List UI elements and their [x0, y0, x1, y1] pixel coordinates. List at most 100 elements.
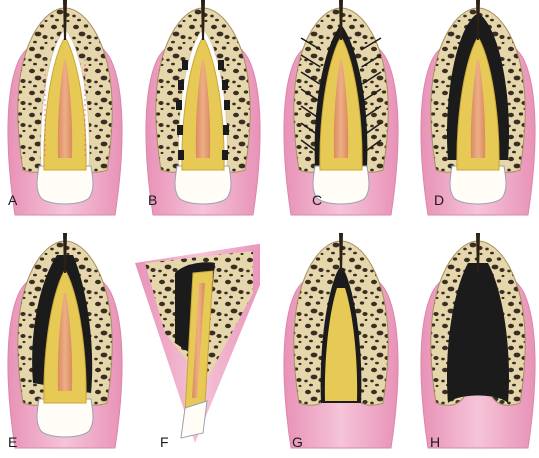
- pulp: [57, 293, 73, 391]
- ligament-dot: [44, 99, 46, 101]
- widened-space: [223, 125, 229, 135]
- tooth-illustration: [145, 0, 261, 222]
- tooth-group: [420, 233, 536, 455]
- ligament-dot: [44, 109, 46, 111]
- panel-f: [130, 233, 265, 453]
- nerve-canal: [63, 0, 67, 40]
- radiating-fiber: [300, 54, 321, 68]
- radiating-fiber: [300, 122, 319, 136]
- widened-space: [178, 150, 184, 160]
- panel-h: [413, 233, 539, 455]
- ligament-dot: [44, 64, 46, 66]
- ligament-dot: [84, 94, 86, 96]
- ligament-dot: [84, 119, 86, 121]
- ligament-dot: [84, 89, 86, 91]
- ligament-dot: [44, 139, 46, 141]
- crown: [449, 165, 507, 205]
- pulp: [470, 60, 486, 158]
- panel-d: [413, 0, 539, 222]
- radiating-fiber: [364, 139, 382, 153]
- tooth-group: [283, 0, 399, 222]
- radiating-fiber: [300, 71, 321, 85]
- panel-e: [0, 233, 130, 455]
- radiating-fiber: [300, 139, 318, 153]
- ligament-dot: [44, 124, 46, 126]
- tooth-illustration: [420, 0, 536, 222]
- ligament-dot: [44, 79, 46, 81]
- tooth-group: [7, 0, 123, 222]
- panel-label: C: [312, 192, 323, 208]
- ligament-dot: [84, 114, 86, 116]
- nerve-canal: [201, 0, 205, 40]
- ligament-dot: [44, 119, 46, 121]
- radiating-fiber: [363, 122, 382, 136]
- radiating-fiber: [300, 88, 320, 102]
- ligament-dot: [84, 84, 86, 86]
- pulp: [333, 60, 349, 158]
- tooth-illustration: [283, 233, 399, 455]
- ligament-dot: [84, 109, 86, 111]
- ligament-dot: [84, 124, 86, 126]
- panel-b: [138, 0, 268, 222]
- panel-a: [0, 0, 130, 222]
- widened-space: [218, 60, 224, 70]
- widened-space: [182, 60, 188, 70]
- ligament-dot: [84, 154, 86, 156]
- panel-label: D: [434, 192, 445, 208]
- crown: [180, 400, 208, 439]
- crown: [36, 398, 94, 438]
- tooth-illustration: [7, 0, 123, 222]
- tooth-group: [420, 0, 536, 222]
- ligament-dot: [44, 89, 46, 91]
- tooth-illustration: [7, 233, 123, 455]
- crown: [174, 165, 232, 205]
- ligament-dot: [44, 84, 46, 86]
- ligament-dot: [44, 104, 46, 106]
- widened-space: [177, 125, 183, 135]
- panel-label: G: [292, 434, 303, 450]
- ligament-dot: [44, 154, 46, 156]
- panel-g: [276, 233, 406, 455]
- tooth-group: [7, 233, 123, 455]
- radiating-fiber: [300, 37, 322, 51]
- ligament-dot: [84, 59, 86, 61]
- ligament-dot: [84, 129, 86, 131]
- pulp: [57, 60, 73, 158]
- tooth-group: [135, 243, 265, 443]
- ligament-dot: [84, 99, 86, 101]
- panel-label: H: [430, 434, 441, 450]
- panel-label: B: [148, 192, 158, 208]
- ligament-dot: [84, 69, 86, 71]
- panel-label: F: [160, 434, 169, 450]
- widened-space: [224, 100, 230, 110]
- ligament-dot: [44, 59, 46, 61]
- ligament-dot: [44, 114, 46, 116]
- radiating-fiber: [361, 54, 382, 68]
- crown: [312, 165, 370, 205]
- crown: [36, 165, 94, 205]
- tooth-illustration: [283, 0, 399, 222]
- radiating-fiber: [362, 105, 382, 119]
- ligament-dot: [84, 139, 86, 141]
- ligament-dot: [44, 69, 46, 71]
- widened-space: [222, 80, 228, 90]
- radiating-fiber: [362, 88, 382, 102]
- ligament-dot: [84, 144, 86, 146]
- ligament-dot: [84, 134, 86, 136]
- ligament-dot: [84, 104, 86, 106]
- widened-space: [222, 150, 228, 160]
- pulp: [192, 283, 205, 398]
- tooth-illustration: [135, 243, 265, 443]
- panel-label: A: [8, 192, 18, 208]
- tooth-illustration: [420, 233, 536, 455]
- ligament-dot: [44, 74, 46, 76]
- widened-space: [178, 80, 184, 90]
- ligament-dot: [84, 74, 86, 76]
- nerve-canal: [339, 0, 343, 40]
- panel-label: E: [8, 434, 18, 450]
- ligament-dot: [44, 129, 46, 131]
- ligament-dot: [84, 79, 86, 81]
- ligament-dot: [84, 149, 86, 151]
- nerve-canal: [63, 233, 67, 273]
